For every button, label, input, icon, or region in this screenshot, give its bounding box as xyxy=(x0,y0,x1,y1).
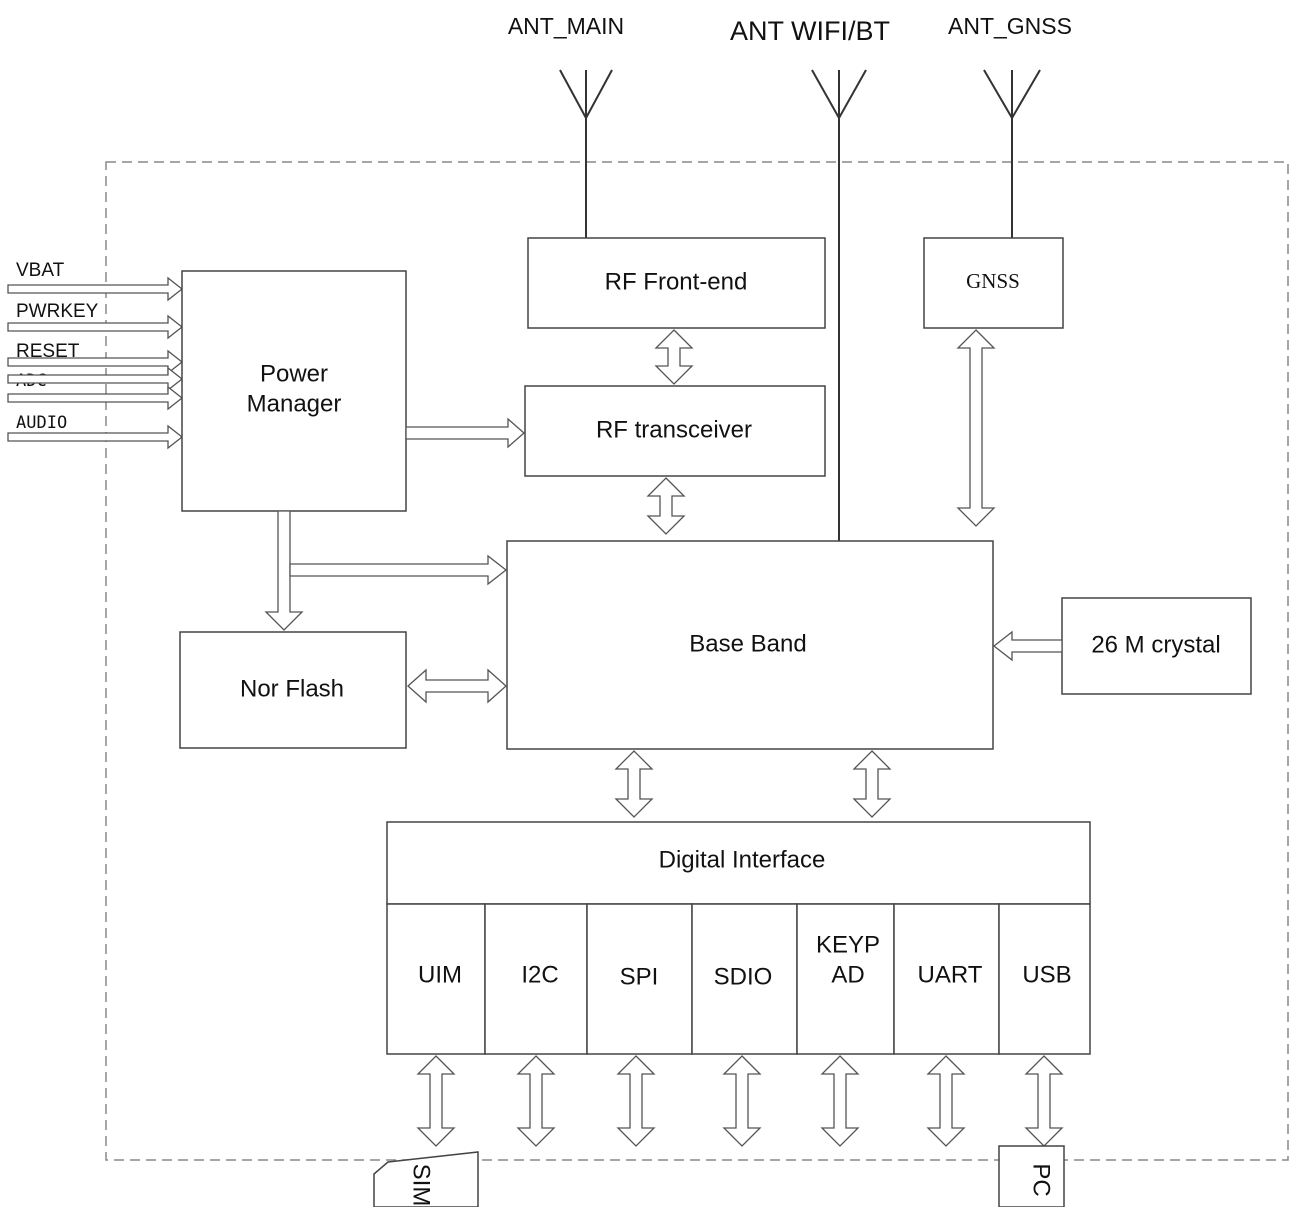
interface-label-i2c: I2C xyxy=(521,961,558,988)
ant-wifi-bt-label: ANT WIFI/BT xyxy=(730,16,890,46)
ant-wifi-bt-icon xyxy=(811,69,867,541)
input-pwrkey-label: PWRKEY xyxy=(16,301,99,322)
interface-row: UIM I2C SPI SDIO KEYP AD UART USB xyxy=(386,903,1091,1055)
pc-device: PC xyxy=(998,1145,1065,1207)
interface-cell-sdio xyxy=(691,903,798,1055)
interface-label-uim: UIM xyxy=(418,961,462,988)
interface-cell-uart xyxy=(893,903,1000,1055)
rf-front-end-label: RF Front-end xyxy=(605,268,748,295)
nor-flash-block: Nor Flash xyxy=(179,631,407,749)
external-arrows xyxy=(416,1055,1064,1147)
interface-label-keypad-2: AD xyxy=(831,961,864,988)
nor-flash-label: Nor Flash xyxy=(240,675,344,702)
rf-transceiver-block: RF transceiver xyxy=(524,385,826,477)
rf-front-end-block: RF Front-end xyxy=(527,237,826,329)
interface-label-spi: SPI xyxy=(620,963,659,990)
rf-transceiver-label: RF transceiver xyxy=(596,416,752,443)
interface-cell-spi xyxy=(586,903,693,1055)
crystal-block: 26 M crystal xyxy=(1061,597,1252,695)
gnss-label: GNSS xyxy=(966,269,1020,293)
pc-label: PC xyxy=(1028,1163,1055,1196)
base-band-block: Base Band xyxy=(506,540,994,750)
interface-label-keypad-1: KEYP xyxy=(816,931,880,958)
power-arrows xyxy=(264,417,525,631)
interface-cell-keypad xyxy=(796,903,895,1055)
crystal-label: 26 M crystal xyxy=(1091,631,1220,658)
module-boundary xyxy=(105,161,1289,1161)
vertical-double-arrows xyxy=(614,329,996,818)
horizontal-arrows xyxy=(407,630,1063,704)
ant-gnss-icon xyxy=(983,69,1041,238)
gnss-block: GNSS xyxy=(923,237,1064,329)
interface-cell-usb xyxy=(998,903,1091,1055)
input-arrows xyxy=(7,276,184,450)
ant-main-icon xyxy=(559,69,613,238)
digital-interface-label: Digital Interface xyxy=(659,846,826,873)
input-audio-label: AUDIO xyxy=(16,413,67,433)
interface-label-sdio: SDIO xyxy=(714,963,773,990)
power-manager-label-1: Power xyxy=(260,360,328,387)
interface-label-usb: USB xyxy=(1022,961,1071,988)
base-band-label: Base Band xyxy=(689,630,806,657)
ant-gnss-label: ANT_GNSS xyxy=(948,13,1072,39)
interface-cell-i2c xyxy=(484,903,588,1055)
ant-main-label: ANT_MAIN xyxy=(508,13,624,39)
sim-card: SIM xyxy=(373,1151,479,1207)
input-reset-label: RESET xyxy=(16,341,80,362)
input-vbat-label: VBAT xyxy=(16,260,65,281)
power-manager-label-2: Manager xyxy=(247,390,342,417)
digital-interface-block: Digital Interface xyxy=(386,821,1091,905)
sim-label: SIM xyxy=(408,1164,435,1207)
interface-label-uart: UART xyxy=(918,961,983,988)
interface-cell-uim xyxy=(386,903,486,1055)
power-manager-block: Power Manager xyxy=(181,270,407,512)
